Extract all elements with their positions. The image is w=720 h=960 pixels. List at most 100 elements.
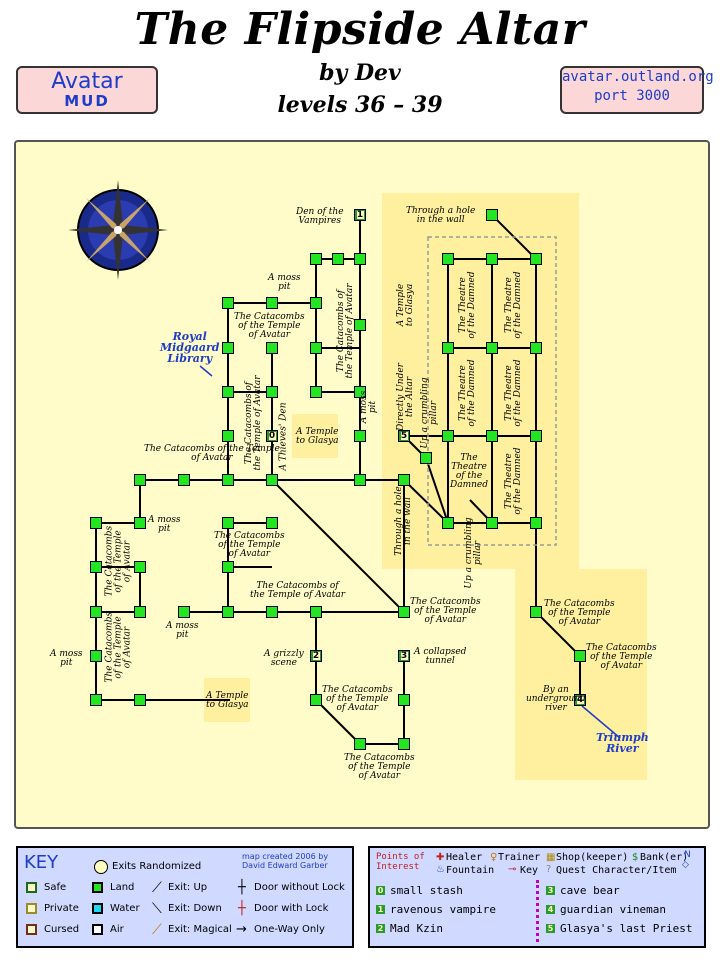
map-room <box>266 474 278 486</box>
map-room <box>354 253 366 265</box>
label-theatre-2: The Theatre of the Damned <box>504 271 523 339</box>
map-room <box>266 297 278 309</box>
label-collapsed: A collapsed tunnel <box>414 647 467 666</box>
key-credit-2: David Edward Garber <box>242 861 328 870</box>
map-key: KEY Exits Randomized map created 2006 by… <box>16 846 354 948</box>
label-hole-v: Through a hole in the wall <box>394 486 413 556</box>
north-diamond-icon: ◇ <box>682 860 689 870</box>
label-under-altar: Directly Under the Altar <box>396 363 415 431</box>
fountain-icon: ♨ <box>436 864 445 875</box>
map-room <box>134 561 146 573</box>
label-royal-library: Royal Midgaard Library <box>160 330 220 365</box>
map-room <box>530 253 542 265</box>
poi-item: cave bear <box>560 884 620 897</box>
poi-divider <box>536 880 539 942</box>
map-room <box>398 474 410 486</box>
map-room <box>486 342 498 354</box>
room-number: 2 <box>312 651 320 661</box>
map-author: by Dev <box>319 60 401 86</box>
points-of-interest: Points of Interest ✚ Healer ♀ Trainer ▦ … <box>368 846 706 948</box>
label-catacombs-v3: The Catacombs of the Temple of Avatar <box>104 525 133 597</box>
poi-number: 4 <box>546 905 555 914</box>
map-room <box>222 561 234 573</box>
shop-icon: ▦ <box>546 852 556 863</box>
map-room <box>222 342 234 354</box>
server-host: avatar.outland.org <box>562 69 714 85</box>
label-moss-1: A moss pit <box>268 273 301 292</box>
key-oneway: One-Way Only <box>254 924 325 935</box>
key-safe: Safe <box>44 882 67 893</box>
label-moss-v: A moss pit <box>359 390 378 424</box>
label-catacombs-v1: The Catacombs of the Temple of Avatar <box>336 283 355 379</box>
label-triumph-river: Triumph River <box>596 731 649 755</box>
key-exit-down: Exit: Down <box>168 903 222 914</box>
map-room <box>310 606 322 618</box>
map-room <box>90 561 102 573</box>
poi-number: 2 <box>376 924 385 933</box>
map-room <box>354 738 366 750</box>
map-room <box>486 517 498 529</box>
map-room <box>266 386 278 398</box>
map-room <box>90 517 102 529</box>
avatar-mud-banner: Avatar MUD <box>16 66 158 114</box>
compass-rose-icon <box>68 180 168 280</box>
map-room <box>134 517 146 529</box>
label-crumbling-2: Up a crumbling pillar <box>464 517 483 589</box>
private-swatch-icon <box>26 903 37 914</box>
map-room <box>134 606 146 618</box>
exit-magic-icon: ⟋ <box>152 922 162 938</box>
land-swatch-icon <box>92 882 103 893</box>
label-theatre-1: The Theatre of the Damned <box>458 271 477 339</box>
map-room <box>442 517 454 529</box>
key-title: KEY <box>24 852 59 873</box>
key-exit-up: Exit: Up <box>168 882 208 893</box>
map-room <box>90 650 102 662</box>
key-cursed: Cursed <box>44 924 80 935</box>
map-room <box>354 319 366 331</box>
map-room <box>574 650 586 662</box>
map-room <box>310 386 322 398</box>
map-room <box>222 606 234 618</box>
label-grizzly: A grizzly scene <box>264 649 304 668</box>
water-swatch-icon <box>92 903 103 914</box>
label-catacombs-h: The Catacombs of the Temple of Avatar <box>344 753 415 781</box>
poi-item: small stash <box>390 884 463 897</box>
map-room <box>486 209 498 221</box>
key-exit-magic: Exit: Magical <box>168 924 232 935</box>
label-catacombs-a: The Catacombs of the Temple of Avatar <box>234 312 305 340</box>
map-room <box>222 474 234 486</box>
exit-up-icon: ⟋ <box>152 880 162 896</box>
safe-swatch-icon <box>26 882 37 893</box>
room-4: 4 <box>574 694 586 706</box>
banner-avatar-text: Avatar <box>51 69 123 94</box>
poi-shop: Shop(keeper) <box>556 852 629 863</box>
label-hole-top: Through a hole in the wall <box>406 206 476 225</box>
map-room <box>178 474 190 486</box>
map-room <box>178 606 190 618</box>
poi-item: guardian vineman <box>560 903 666 916</box>
label-theatre-6: The Theatre of the Damned <box>504 447 523 515</box>
north-arrow-icon: N <box>684 850 691 860</box>
label-glasya-2: A Temple to Glasya <box>206 691 249 710</box>
exit-down-icon: ⟍ <box>152 901 162 917</box>
key-item-icon: ⊸ <box>508 864 517 875</box>
poi-number: 5 <box>546 924 555 933</box>
label-catacombs-v4: The Catacombs of the Temple of Avatar <box>104 611 133 683</box>
poi-item: Mad Kzin <box>390 922 443 935</box>
label-glasya-v: A Temple to Glasya <box>396 283 415 327</box>
label-den: Den of the Vampires <box>296 207 344 226</box>
label-moss-3: A moss pit <box>166 621 199 640</box>
map-room <box>530 430 542 442</box>
key-door-lock: Door with Lock <box>254 903 329 914</box>
map-room <box>530 606 542 618</box>
poi-title-1: Points of <box>376 852 425 862</box>
label-moss-2: A moss pit <box>148 515 181 534</box>
map-room <box>442 342 454 354</box>
map-room <box>134 474 146 486</box>
label-catacombs-e: The Catacombs of the Temple of Avatar <box>410 597 481 625</box>
poi-healer: Healer <box>446 852 483 863</box>
label-crumbling-1: Up a crumbling pillar <box>420 377 439 449</box>
map-room <box>398 694 410 706</box>
door-lock-icon: ┼ <box>238 901 246 916</box>
map-room <box>222 430 234 442</box>
